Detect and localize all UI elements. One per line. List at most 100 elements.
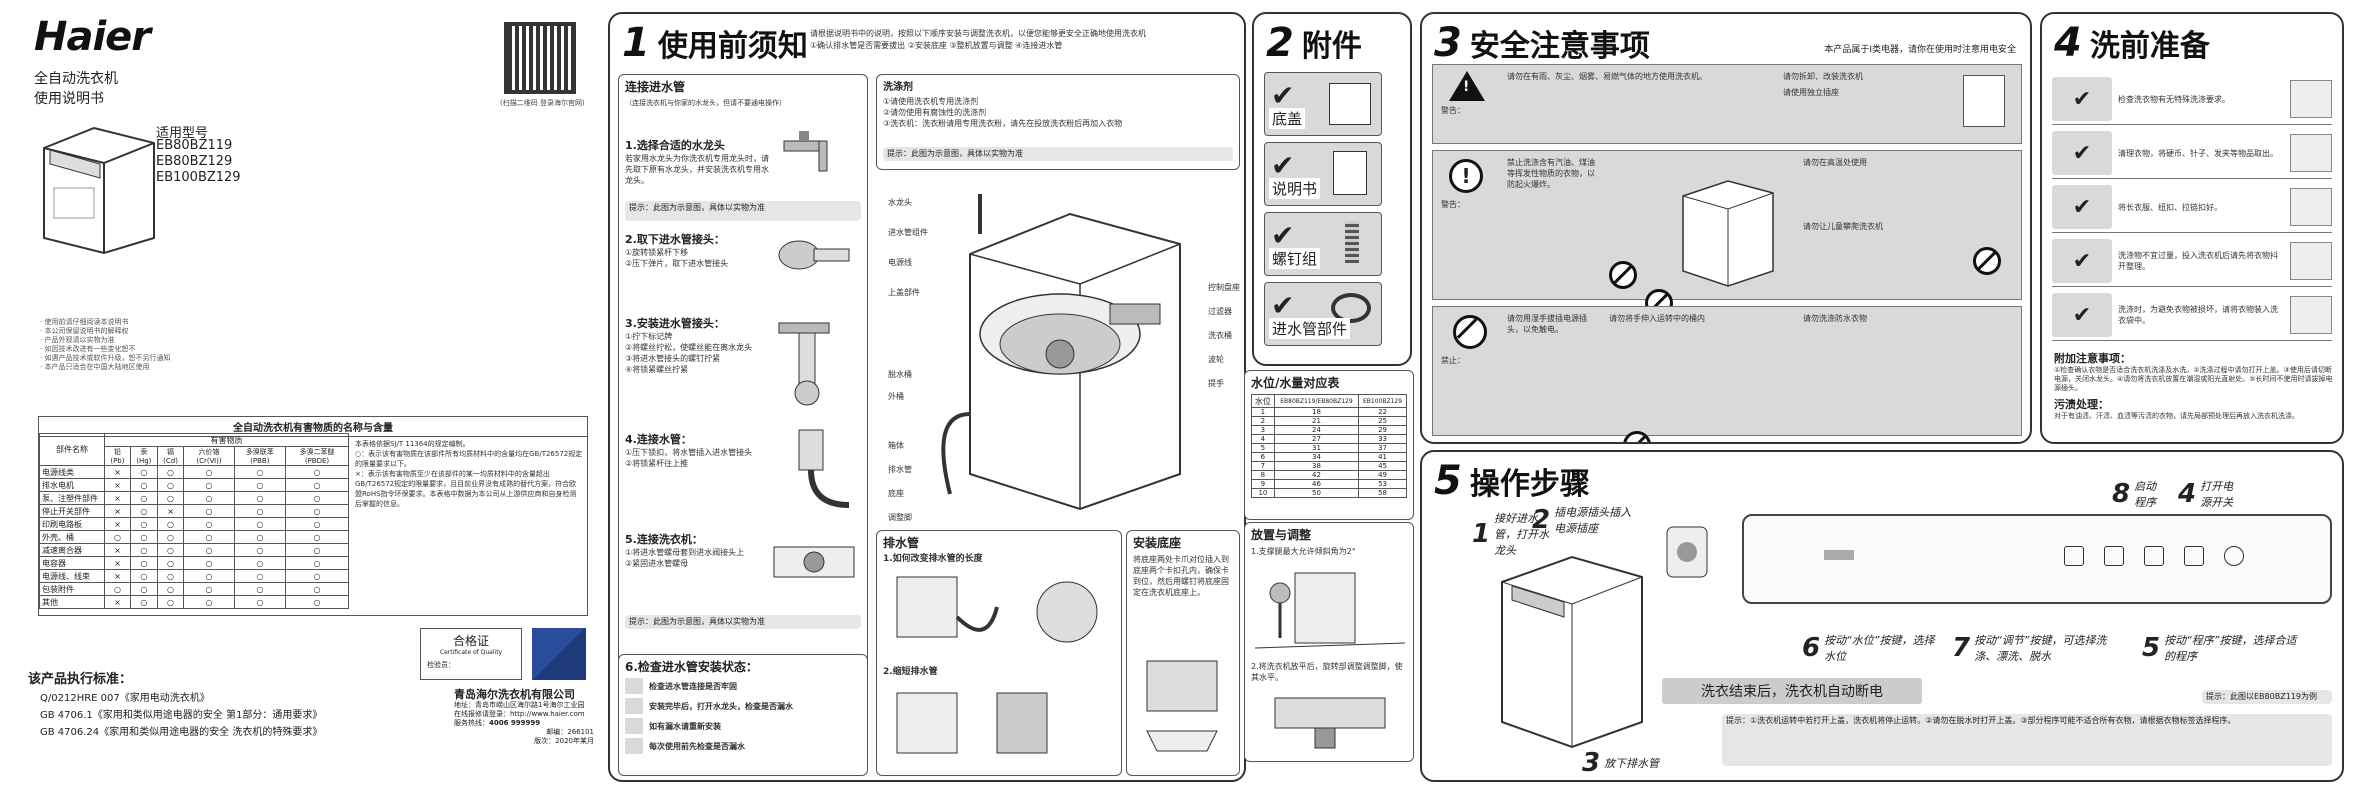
water-cell: 1 — [1251, 407, 1275, 417]
adjust-button[interactable] — [2144, 546, 2164, 566]
water-cell: 2 — [1251, 416, 1275, 426]
water-cell: 21 — [1273, 416, 1360, 426]
step-number: 5 — [2142, 633, 2161, 663]
control-panel-drawing — [1742, 514, 2332, 604]
prep-text: 清理衣物，将硬币、针子、发夹等物品取出。 — [2118, 148, 2278, 158]
check-pipe-section: 6.检查进水管安装状态： 检查进水管连接是否牢固 安装完毕后，打开水龙头，检查是… — [618, 654, 868, 776]
standards-list: Q/0212HRE 007《家用电动洗衣机》 GB 4706.1《家用和类似用途… — [40, 690, 322, 741]
panel1-title-text: 使用前须知 — [657, 29, 808, 64]
mark-cell: ○ — [284, 530, 350, 544]
mark-cell: ○ — [129, 517, 158, 531]
check-icon: ✔ — [1271, 219, 1295, 252]
mark-cell: ○ — [284, 465, 350, 479]
mark-cell: ○ — [129, 582, 158, 596]
finish-banner: 洗衣结束后，洗衣机自动断电 — [1662, 678, 1922, 704]
mark-cell: ○ — [233, 478, 286, 492]
accessory-label: 进水管部件 — [1269, 318, 1351, 339]
website-link[interactable]: http://www.haier.com — [510, 710, 585, 718]
panel2-number: 2 — [1266, 20, 1294, 66]
step1: 1.选择合适的水龙头 若家用水龙头为你洗衣机专用龙头时，请先取下原有水龙头，并安… — [625, 137, 775, 186]
check-icon: ✔ — [2052, 293, 2112, 337]
op-step-8: 8 启动程序 — [2112, 478, 2164, 510]
part-cell: 其他 — [39, 595, 105, 609]
notice-line: · 本公司保留说明书的解释权 — [40, 327, 129, 335]
panel-accessories: 2 附件 ✔ 底盖 ✔ 说明书 ✔ 螺钉组 ✔ 进水管部件 — [1252, 12, 1412, 366]
step5-item: ②紧固进水管螺母 — [625, 559, 689, 568]
company-address: 地址：青岛市崂山区海尔路1号海尔工业园 — [454, 701, 585, 709]
step6-item: 如有漏水请重新安装 — [649, 721, 721, 731]
start-button[interactable] — [2184, 546, 2204, 566]
op-step-6: 6 按动“水位”按键，选择水位 — [1802, 632, 1944, 664]
label-base: 底座 — [888, 489, 904, 498]
warning-exclaim-icon: ! — [1463, 79, 1470, 95]
prep-text: 洗涤物不宜过量，投入洗衣机后请先将衣物抖开整理。 — [2118, 251, 2278, 271]
detergent-hint-text: 提示：此图为示意图，具体以实物为准 — [887, 149, 1023, 158]
base-cover-icon — [1329, 83, 1371, 125]
step5-hint: 提示：此图为示意图，具体以实物为准 — [625, 615, 861, 629]
panel2-title-text: 附件 — [1301, 29, 1362, 64]
mark-cell: ○ — [129, 569, 158, 583]
connect-sub: （连接洗衣机与你家的水龙头，但请不要通电操作） — [625, 99, 786, 107]
model-3: EB100BZ129 — [156, 170, 241, 185]
part-cell: 减速离合器 — [39, 543, 105, 557]
water-cell: 58 — [1358, 488, 1407, 498]
placement-step2: 2.将洗衣机放平后，旋转部调整调整脚，使其水平。 — [1251, 662, 1403, 682]
water-cell: 31 — [1273, 443, 1360, 453]
company-name: 青岛海尔洗衣机有限公司 — [454, 688, 575, 701]
step6-title: 6.检查进水管安装状态： — [625, 660, 758, 674]
step6-item: 检查进水管连接是否牢固 — [649, 681, 737, 691]
op-step-4: 4 打开电源开关 — [2178, 478, 2240, 510]
panel3-number: 3 — [1434, 20, 1462, 66]
step2-title: 2.取下进水管接头： — [625, 233, 725, 246]
panel5-number: 5 — [1434, 458, 1462, 504]
mark-cell: ○ — [284, 569, 350, 583]
substance-header: 有害物质 — [104, 433, 349, 447]
substance-col: 镉(Cd) — [156, 446, 185, 466]
power-button[interactable] — [2224, 546, 2244, 566]
accessory-base-cover: ✔ 底盖 — [1264, 72, 1382, 136]
step6-item: 每次使用前先检查是否漏水 — [649, 741, 745, 751]
warning-triangle-icon — [1449, 71, 1485, 101]
notice-line: · 本产品只适合在中国大陆地区使用 — [40, 363, 150, 371]
control-panel-hint: 提示：此图以EB80BZ119为例 — [2202, 690, 2332, 704]
mark-cell: ○ — [183, 491, 235, 505]
mark-cell: ○ — [156, 569, 185, 583]
table-row: 排水电机×○○○○○ — [39, 478, 350, 492]
mark-cell: ○ — [104, 530, 131, 544]
substance-col: 六价铬(Cr(Ⅵ)) — [183, 446, 235, 466]
program-button[interactable] — [2064, 546, 2084, 566]
water-level-button[interactable] — [2104, 546, 2124, 566]
panel-logo — [1824, 550, 1854, 560]
warning-text: 请勿用湿手拔插电源插头，以免触电。 — [1507, 314, 1587, 334]
mark-cell: ○ — [183, 465, 235, 479]
adjust-foot-illustration — [1274, 697, 1386, 749]
label-outer-tub: 外桶 — [888, 392, 904, 401]
mark-cell: ○ — [233, 595, 286, 609]
check-icon: ✔ — [2052, 239, 2112, 283]
label-dehydrate-tub: 脱水桶 — [888, 370, 912, 379]
check-icon: ✔ — [2052, 185, 2112, 229]
mark-cell: ○ — [284, 582, 350, 596]
water-cell: 9 — [1251, 479, 1275, 489]
part-cell: 包装附件 — [39, 582, 105, 596]
part-cell: 外壳、桶 — [39, 530, 105, 544]
accessory-label: 螺钉组 — [1269, 248, 1321, 269]
water-cell: 41 — [1358, 452, 1407, 462]
warning-circle-icon: ! — [1449, 159, 1483, 193]
substance-col: 汞(Hg) — [129, 446, 158, 466]
placement-title: 放置与调整 — [1251, 528, 1312, 542]
mark-cell: ○ — [284, 556, 350, 570]
mark-cell: ○ — [284, 517, 350, 531]
prohibit-icon — [1609, 261, 1637, 289]
water-cell: 27 — [1273, 434, 1360, 444]
label-top-cover: 上盖部件 — [888, 288, 920, 297]
finish-banner-text: 洗衣结束后，洗衣机自动断电 — [1701, 684, 1883, 700]
water-col-level: 水位 — [1251, 394, 1275, 408]
water-cell: 46 — [1273, 479, 1360, 489]
check-icon — [625, 678, 643, 694]
mark-cell: × — [104, 478, 131, 492]
notes-title: 附加注意事项： — [2054, 352, 2131, 365]
warning-label: 警告： — [1441, 106, 1465, 115]
